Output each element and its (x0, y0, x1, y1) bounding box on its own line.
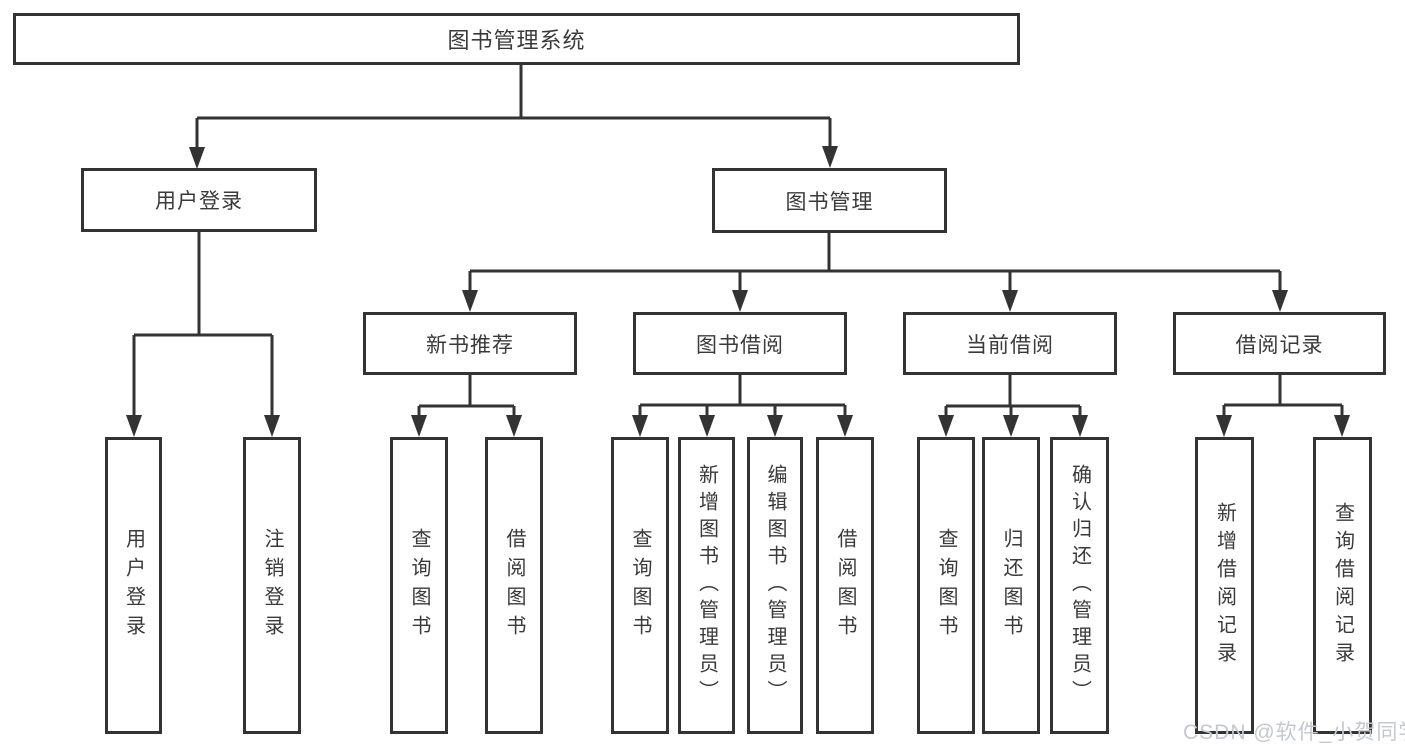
node-borrow-records: 借阅记录 (1173, 312, 1386, 375)
leaf-logout: 注销登录 (243, 437, 301, 734)
arrow-down-icon (1216, 415, 1232, 437)
arrow-down-icon (1003, 415, 1019, 437)
leaf-query-borrow-record: 查询借阅记录 (1313, 437, 1372, 734)
leaf-confirm-return-admin: 确认归还（管理员） (1050, 437, 1109, 734)
arrow-down-icon (126, 415, 142, 437)
leaf-borrow-edit-book-admin: 编辑图书（管理员） (747, 437, 803, 734)
connector-current-borrow-to-leaves (938, 375, 1088, 437)
node-book-management: 图书管理 (712, 168, 947, 233)
arrow-down-icon (938, 415, 954, 437)
leaf-add-borrow-record: 新增借阅记录 (1195, 437, 1254, 734)
arrow-down-icon (1072, 415, 1088, 437)
connector-new-books-to-leaves (411, 375, 522, 437)
arrow-down-icon (837, 415, 853, 437)
arrow-down-icon (462, 290, 478, 312)
connector-borrow-records-to-leaves (1216, 375, 1350, 437)
node-book-borrow-label: 图书借阅 (696, 333, 784, 357)
node-book-borrow: 图书借阅 (633, 312, 847, 375)
connector-book-borrow-to-leaves (632, 375, 853, 437)
connector-root-to-level1 (189, 65, 838, 169)
arrow-down-icon (1002, 290, 1018, 312)
node-book-management-label: 图书管理 (785, 190, 874, 214)
arrow-down-icon (411, 415, 427, 437)
arrow-down-icon (767, 415, 783, 437)
node-current-borrow-label: 当前借阅 (966, 333, 1054, 357)
leaf-borrow-add-book-admin: 新增图书（管理员） (678, 437, 735, 734)
node-new-book-recommend-label: 新书推荐 (426, 333, 514, 357)
node-user-login: 用户登录 (81, 168, 317, 232)
arrow-down-icon (264, 415, 280, 437)
node-new-book-recommend: 新书推荐 (363, 312, 577, 375)
node-user-login-label: 用户登录 (155, 190, 243, 213)
connector-book-management-to-level2 (462, 233, 1288, 312)
leaf-new-books-borrow: 借阅图书 (485, 437, 543, 734)
watermark: CSDN @软件_小贺同学 (1183, 721, 1405, 744)
node-borrow-records-label: 借阅记录 (1235, 333, 1324, 357)
leaf-borrow-query-book: 查询图书 (611, 437, 669, 734)
arrow-down-icon (822, 146, 838, 168)
leaf-borrow-book: 借阅图书 (816, 437, 874, 734)
connector-user-login-to-leaves (126, 232, 280, 437)
leaf-current-query-book: 查询图书 (917, 437, 975, 734)
leaf-user-login: 用户登录 (105, 437, 162, 734)
arrow-down-icon (732, 290, 748, 312)
leaf-return-book: 归还图书 (982, 437, 1040, 734)
node-root-label: 图书管理系统 (447, 28, 586, 53)
leaf-new-books-query: 查询图书 (390, 437, 448, 734)
arrow-down-icon (506, 415, 522, 437)
arrow-down-icon (1272, 290, 1288, 312)
arrow-down-icon (632, 415, 648, 437)
node-current-borrow: 当前借阅 (903, 312, 1117, 375)
arrow-down-icon (699, 415, 715, 437)
arrow-down-icon (189, 147, 205, 169)
arrow-down-icon (1334, 415, 1350, 437)
node-root: 图书管理系统 (13, 13, 1020, 65)
